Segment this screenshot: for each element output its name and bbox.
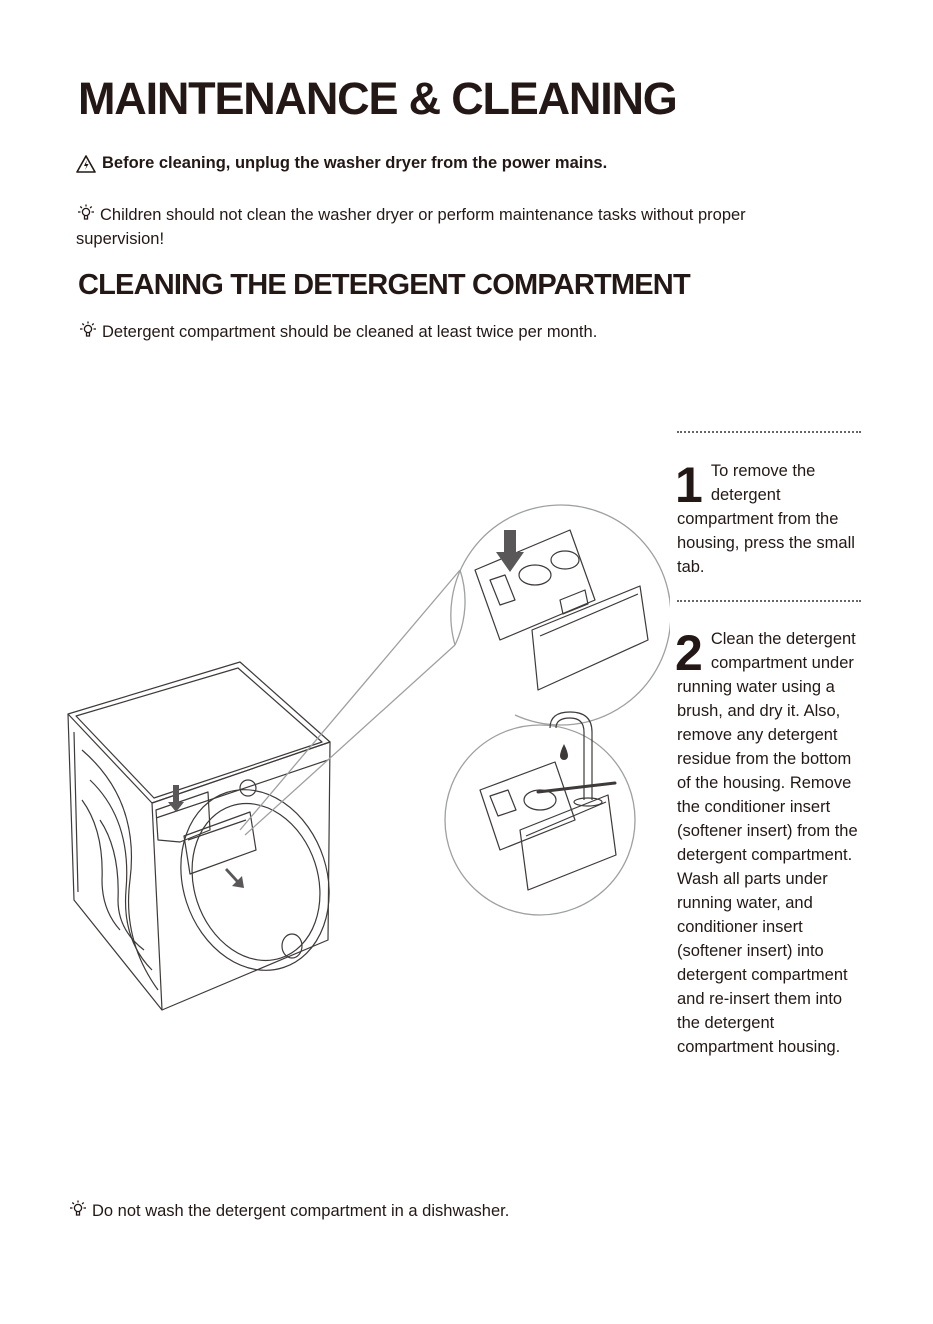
step-2: 2 Clean the detergent compartment under … <box>675 625 867 1059</box>
warning-notice: Before cleaning, unplug the washer dryer… <box>76 154 607 173</box>
tip-children: Children should not clean the washer dry… <box>76 203 816 251</box>
brush-icon <box>536 781 617 794</box>
step-number: 2 <box>675 625 703 681</box>
arrow-press-icon <box>496 530 524 572</box>
lightbulb-icon <box>80 321 96 337</box>
divider <box>677 431 861 433</box>
warning-text: Before cleaning, unplug the washer dryer… <box>102 154 608 172</box>
washer-front <box>151 741 331 1011</box>
warning-triangle-icon <box>76 154 96 173</box>
washer-illustration <box>67 504 670 1011</box>
lightbulb-icon <box>70 1200 86 1216</box>
washer-top <box>67 661 331 804</box>
step-number: 1 <box>675 457 703 513</box>
tip-dishwasher-text: Do not wash the detergent compartment in… <box>92 1202 510 1220</box>
tip-frequency: Detergent compartment should be cleaned … <box>78 320 597 344</box>
step-text: Clean the detergent compartment under ru… <box>677 630 858 1056</box>
step-text: To remove the detergent compartment from… <box>677 462 855 576</box>
tap-icon <box>555 717 585 800</box>
drawer-small <box>155 791 211 843</box>
section-title: CLEANING THE DETERGENT COMPARTMENT <box>78 269 691 301</box>
magnifier-top <box>450 504 670 726</box>
divider <box>677 600 861 602</box>
washer-side <box>67 713 163 1011</box>
water-drop-icon <box>560 744 568 760</box>
page-title: MAINTENANCE & CLEANING <box>78 73 678 124</box>
lightbulb-icon <box>78 204 94 220</box>
tip-dishwasher: Do not wash the detergent compartment in… <box>68 1199 509 1223</box>
arrow-down-icon <box>168 785 184 812</box>
tip-frequency-text: Detergent compartment should be cleaned … <box>102 323 598 341</box>
arrow-out-icon <box>225 868 244 888</box>
tip-children-text: Children should not clean the washer dry… <box>76 206 746 248</box>
magnifier-bottom <box>444 724 636 916</box>
washer-door <box>180 789 330 971</box>
step-1: 1 To remove the detergent compartment fr… <box>675 457 867 579</box>
